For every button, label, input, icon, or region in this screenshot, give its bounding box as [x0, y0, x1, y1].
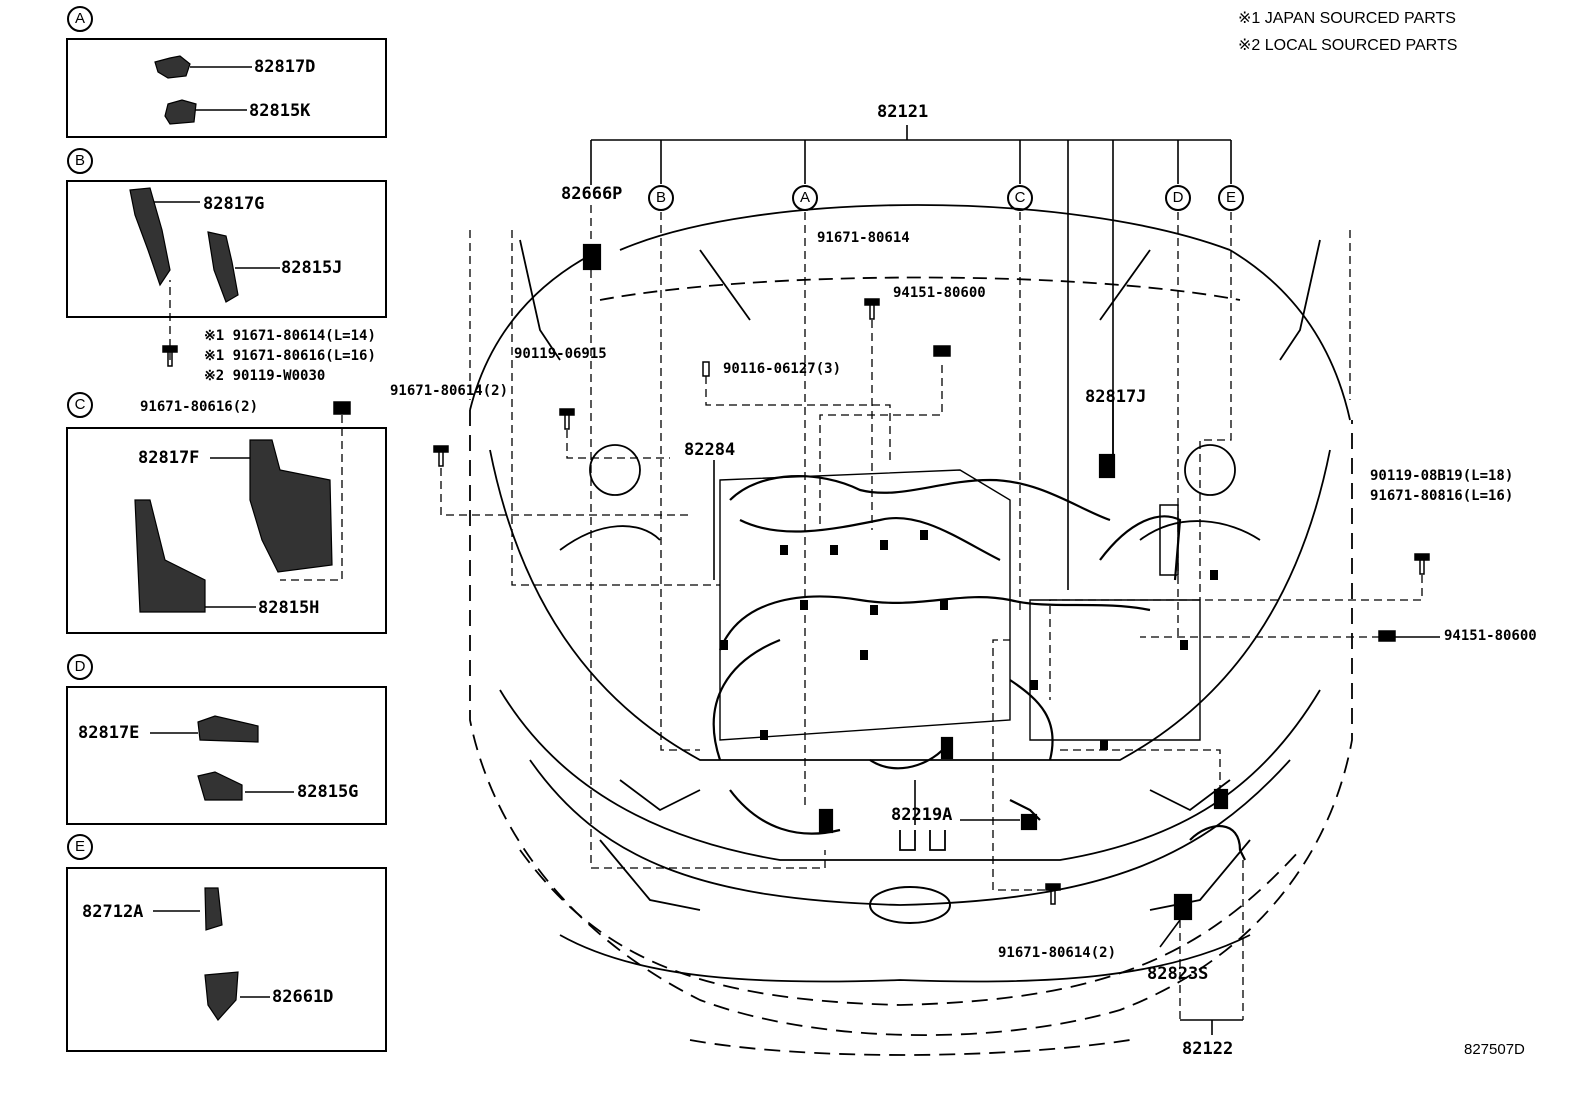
note-japan-sourced: ※1 JAPAN SOURCED PARTS: [1238, 10, 1456, 27]
part-82122-label[interactable]: 82122: [1182, 1039, 1234, 1059]
part-82817G-label[interactable]: 82817G: [203, 194, 265, 214]
part-82121-label[interactable]: 82121: [877, 102, 929, 122]
leader-lines: [150, 66, 1440, 1035]
vehicle-outline: [469, 204, 1353, 1056]
part-82666P-label[interactable]: 82666P: [561, 184, 623, 204]
group-b-marker: B: [67, 148, 93, 174]
part-82219A-label[interactable]: 82219A: [891, 805, 953, 825]
fasteners: [162, 298, 1430, 905]
part-82712A-label[interactable]: 82712A: [82, 902, 144, 922]
c-bolt-label[interactable]: 91671-80616(2): [140, 399, 259, 415]
group-a-marker: A: [67, 6, 93, 32]
diagram-id: 827507D: [1464, 1041, 1525, 1058]
callout-d-marker[interactable]: D: [1165, 185, 1191, 211]
group-part-shapes: [129, 55, 333, 1021]
part-82661D-label[interactable]: 82661D: [272, 987, 334, 1007]
note-local-sourced: ※2 LOCAL SOURCED PARTS: [1238, 37, 1458, 54]
callout-b-marker[interactable]: B: [648, 185, 674, 211]
group-b-box: [66, 180, 387, 318]
part-91671-80614-bottom-label[interactable]: 91671-80614(2): [998, 945, 1117, 961]
group-d-box: [66, 686, 387, 825]
part-90119-06915-label[interactable]: 90119-06915: [514, 346, 607, 362]
group-c-marker: C: [67, 392, 93, 418]
group-c-box: [66, 427, 387, 634]
part-82815H-label[interactable]: 82815H: [258, 598, 320, 618]
part-91671-80614-label[interactable]: 91671-80614: [817, 230, 910, 246]
engine-harness: [582, 243, 1246, 921]
part-82284-label[interactable]: 82284: [684, 440, 736, 460]
group-d-marker: D: [67, 654, 93, 680]
group-a-box: [66, 38, 387, 138]
part-82817E-label[interactable]: 82817E: [78, 723, 140, 743]
part-82817D-label[interactable]: 82817D: [254, 57, 316, 77]
callout-a-marker[interactable]: A: [792, 185, 818, 211]
part-90116-06127-label[interactable]: 90116-06127(3): [723, 361, 842, 377]
part-91671-80614-2-label[interactable]: 91671-80614(2): [390, 383, 509, 399]
b-bolt-japan-l16[interactable]: ※1 91671-80616(L=16): [204, 348, 376, 364]
part-82815J-label[interactable]: 82815J: [281, 258, 343, 278]
part-94151-80600-label[interactable]: 94151-80600: [893, 285, 986, 301]
b-bolt-japan-l14[interactable]: ※1 91671-80614(L=14): [204, 328, 376, 344]
part-91671-80816-label[interactable]: 91671-80816(L=16): [1370, 488, 1514, 504]
callout-e-marker[interactable]: E: [1218, 185, 1244, 211]
part-82815K-label[interactable]: 82815K: [249, 101, 311, 121]
b-bolt-local[interactable]: ※2 90119-W0030: [204, 368, 326, 384]
callout-c-marker[interactable]: C: [1007, 185, 1033, 211]
part-82823S-label[interactable]: 82823S: [1147, 964, 1209, 984]
part-94151-80600-right-label[interactable]: 94151-80600: [1444, 628, 1537, 644]
part-82815G-label[interactable]: 82815G: [297, 782, 359, 802]
group-e-marker: E: [67, 834, 93, 860]
part-82817J-label[interactable]: 82817J: [1085, 387, 1147, 407]
part-82817F-label[interactable]: 82817F: [138, 448, 200, 468]
group-e-box: [66, 867, 387, 1052]
part-90119-08B19-label[interactable]: 90119-08B19(L=18): [1370, 468, 1514, 484]
